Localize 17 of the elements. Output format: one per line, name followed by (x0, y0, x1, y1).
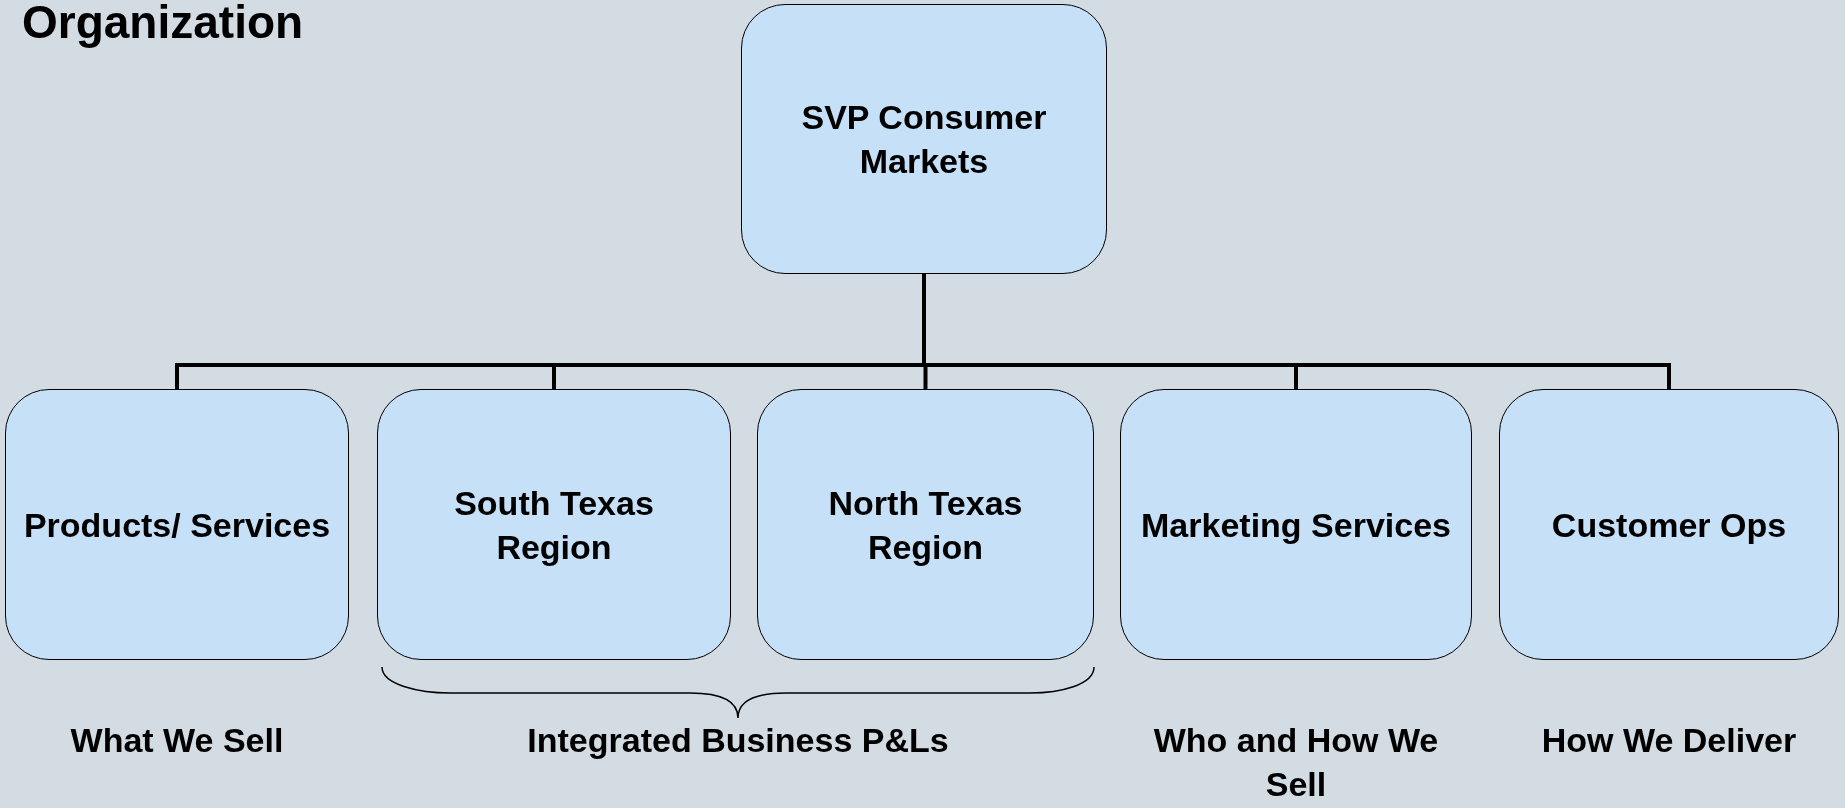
org-box (757, 389, 1094, 660)
group-caption: Integrated Business P&Ls (526, 720, 950, 761)
box-label: North Texas Region (827, 482, 1024, 568)
role-caption: What We Sell (69, 720, 285, 761)
role-caption: Who and How We Sell (1152, 720, 1440, 805)
org-box (741, 4, 1107, 274)
box-label: Products/ Services (23, 504, 331, 546)
role-caption: How We Deliver (1540, 720, 1798, 761)
box-label: South Texas Region (453, 482, 655, 568)
box-label: SVP Consumer Markets (800, 97, 1048, 182)
org-box (1120, 389, 1472, 660)
org-box (5, 389, 349, 660)
page-title: Organization (22, 0, 304, 50)
box-label: Customer Ops (1551, 504, 1787, 546)
box-label: Marketing Services (1141, 504, 1451, 546)
org-box (377, 389, 731, 660)
org-box (1499, 389, 1839, 660)
